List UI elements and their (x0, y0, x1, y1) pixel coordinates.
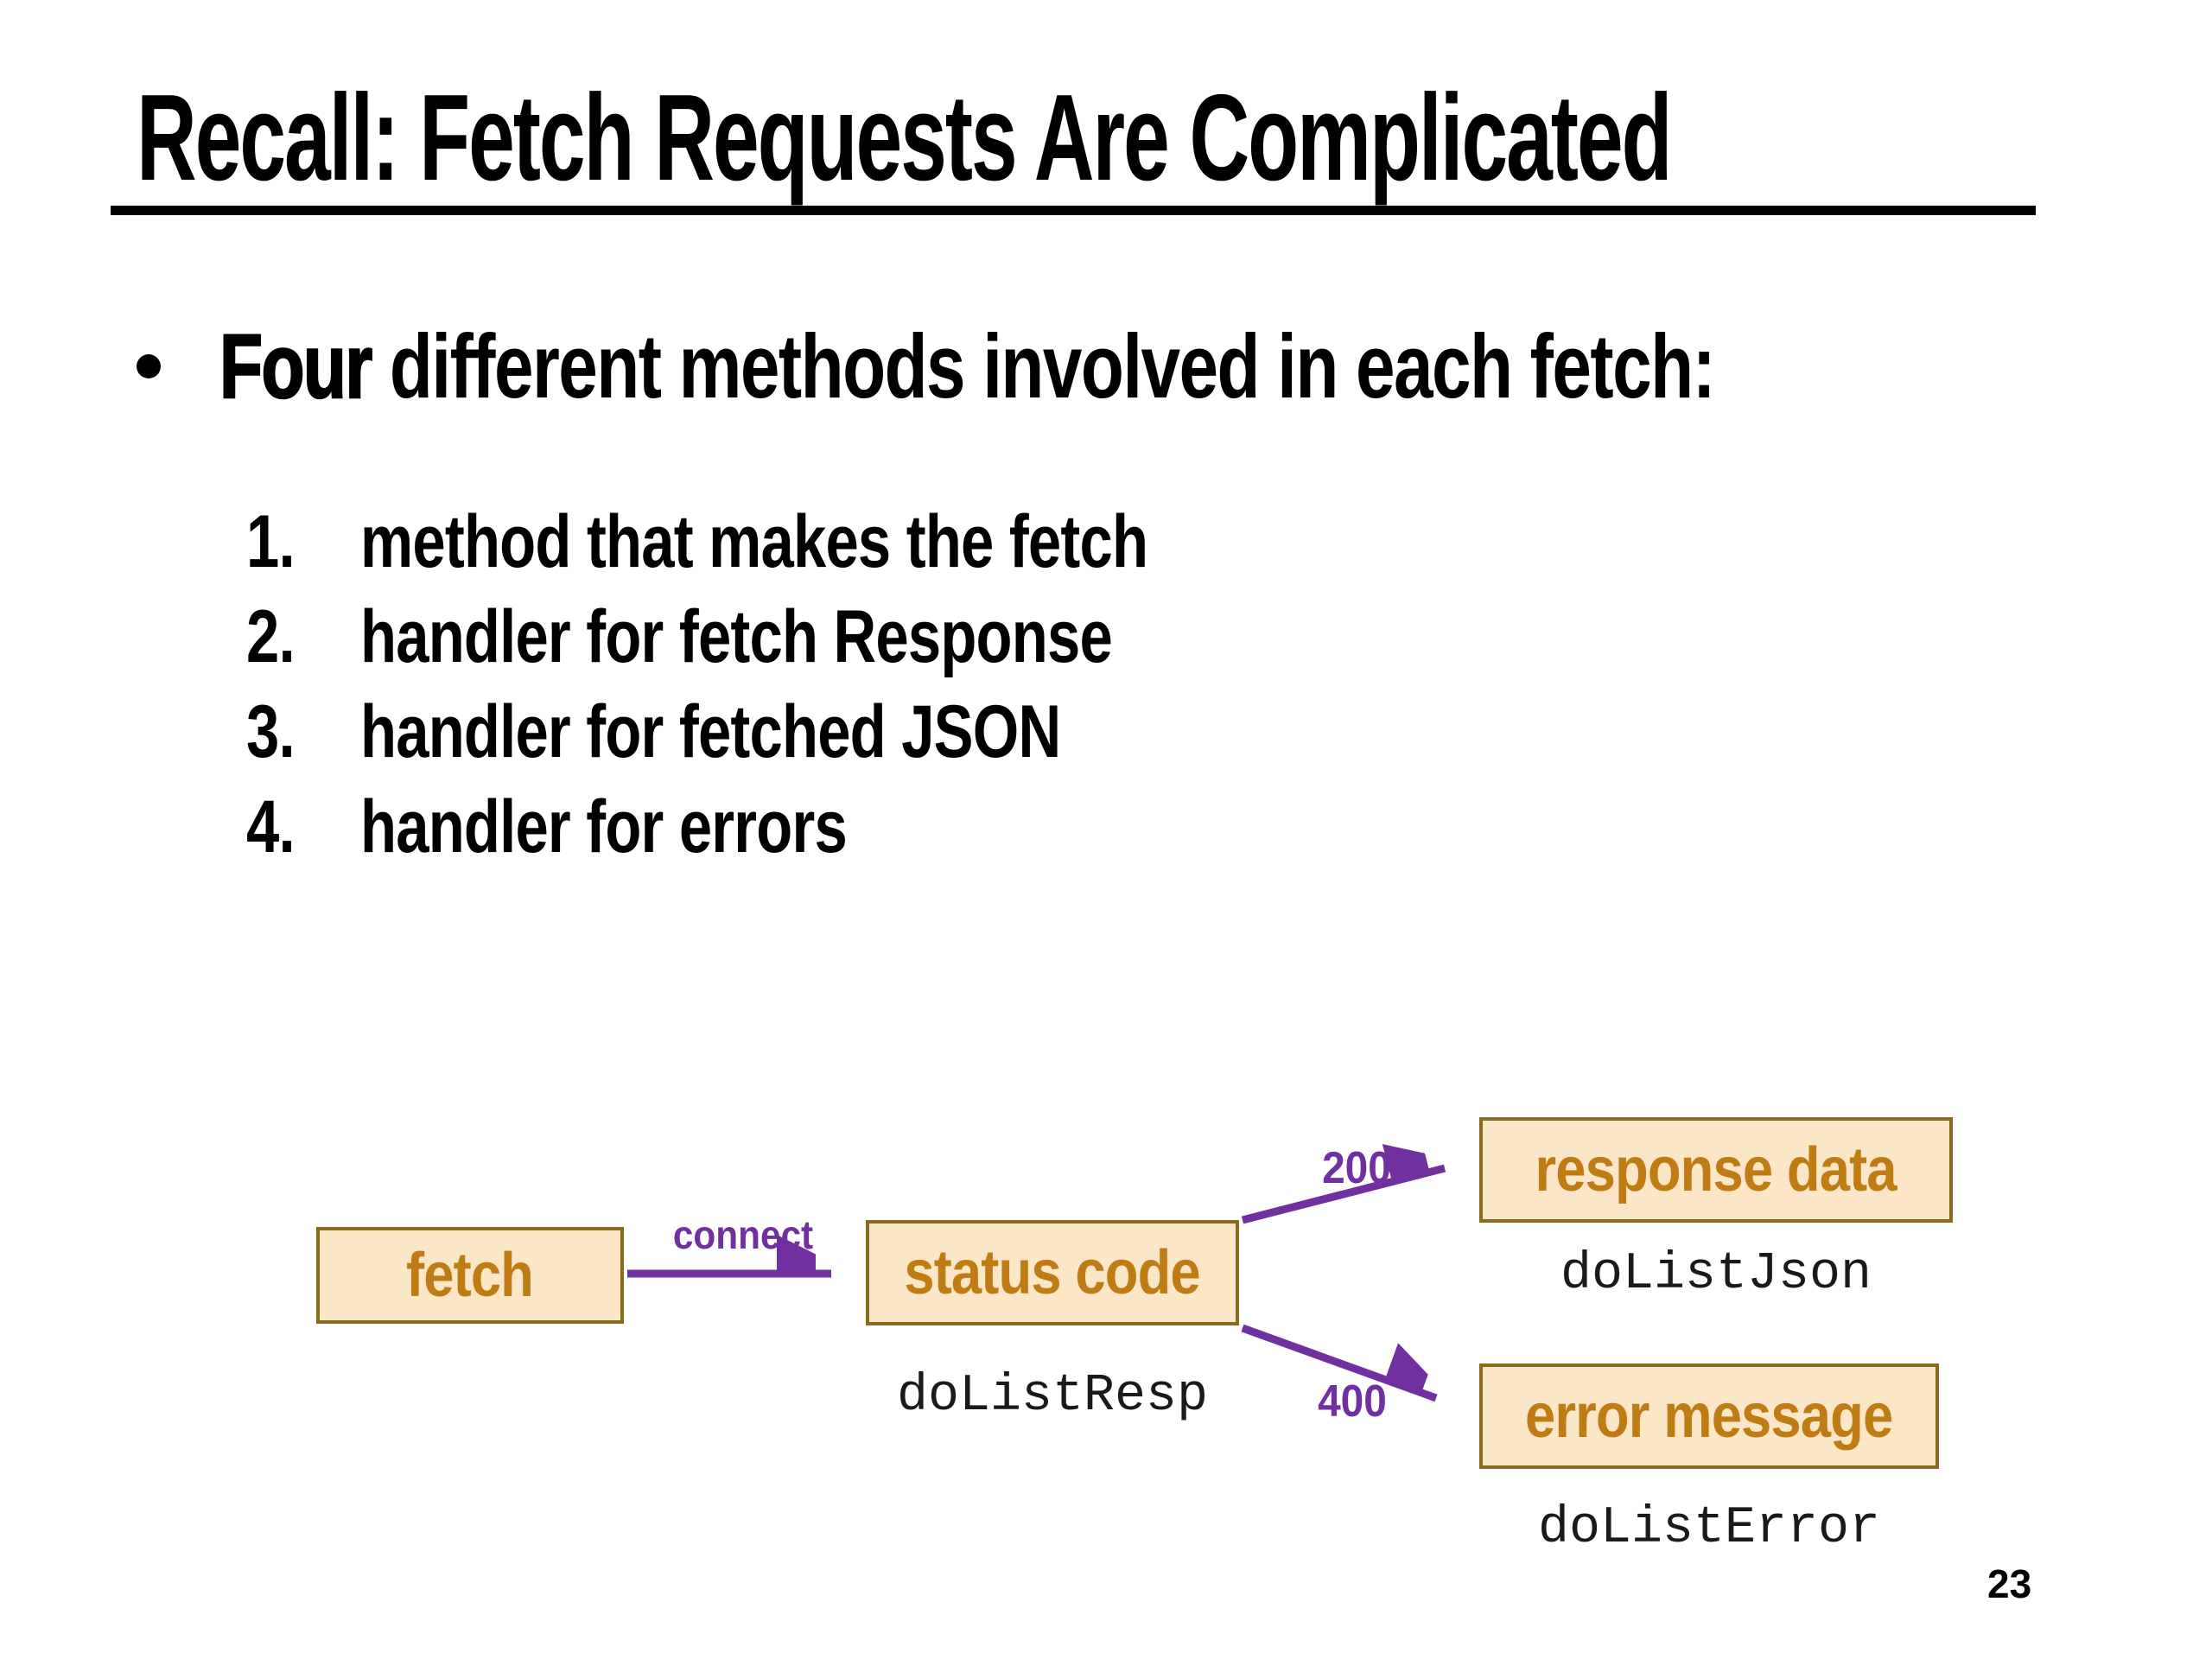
list-item: 4. handler for errors (246, 779, 1147, 874)
node-status-code: status code (866, 1220, 1239, 1325)
bullet-text: Four different methods involved in each … (219, 313, 1716, 422)
list-item-number: 3. (246, 690, 296, 773)
list-item-number: 2. (246, 595, 296, 678)
node-error-message-label: error message (1525, 1382, 1893, 1451)
list-item-text: handler for fetch Response (360, 595, 1113, 678)
numbered-list: 1. method that makes the fetch 2. handle… (246, 494, 1148, 874)
node-response-data: response data (1479, 1117, 1953, 1223)
slide-title: Recall: Fetch Requests Are Complicated (137, 69, 1673, 207)
title-underline (111, 206, 2036, 215)
list-item: 1. method that makes the fetch (246, 494, 1148, 589)
bullet-rest-text: different methods involved in each fetch… (371, 316, 1716, 417)
handler-doListResp: doListResp (896, 1367, 1209, 1426)
edge-label-400: 400 (1318, 1376, 1387, 1427)
edge-label-200: 200 (1322, 1143, 1391, 1193)
bullet-lead-word: Four (219, 315, 373, 419)
list-item-text: handler for fetched JSON (360, 690, 1061, 773)
node-error-message: error message (1479, 1363, 1939, 1469)
handler-doListError: doListError (1537, 1499, 1881, 1558)
bullet-dot-icon (137, 354, 161, 378)
node-fetch-label: fetch (406, 1241, 535, 1310)
list-item: 2. handler for fetch Response (246, 589, 1147, 684)
page-number: 23 (1987, 1561, 2032, 1606)
node-fetch: fetch (316, 1227, 624, 1324)
handler-doListJson: doListJson (1560, 1245, 1872, 1304)
list-item-number: 1. (246, 500, 296, 583)
node-response-data-label: response data (1535, 1135, 1897, 1205)
node-status-code-label: status code (904, 1238, 1201, 1307)
list-item-text: handler for errors (360, 785, 848, 868)
edge-label-connect: connect (672, 1212, 814, 1257)
list-item-number: 4. (246, 785, 296, 868)
list-item: 3. handler for fetched JSON (246, 684, 1147, 779)
list-item-text: method that makes the fetch (360, 500, 1148, 583)
